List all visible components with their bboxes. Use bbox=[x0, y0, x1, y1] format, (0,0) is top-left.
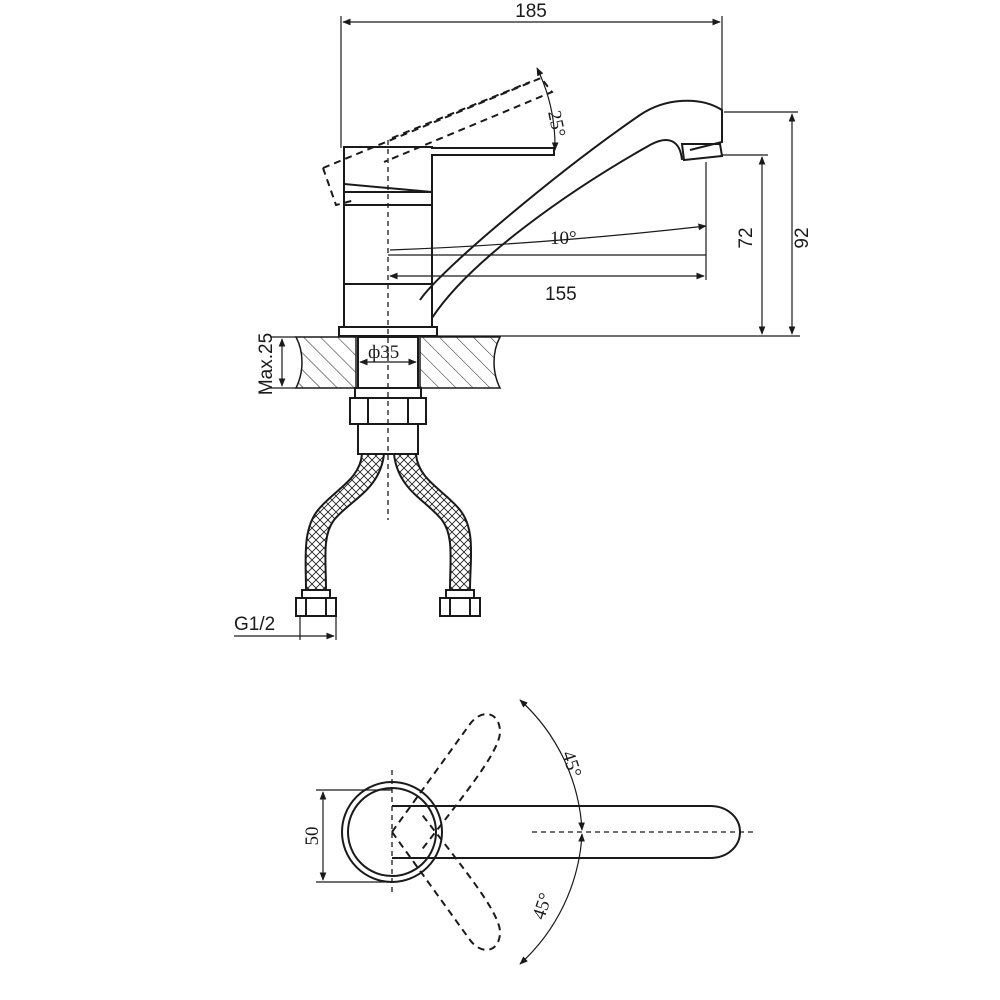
hose-thread-label: G1/2 bbox=[234, 614, 275, 635]
spout-height-label: 72 bbox=[736, 227, 757, 248]
flexible-hoses: G1/2 bbox=[234, 453, 481, 640]
overall-height-label: 92 bbox=[792, 227, 813, 248]
swing-angle-upper-label: 45° bbox=[557, 748, 585, 780]
handle-ghost-upper bbox=[391, 713, 502, 853]
handle-width-label: 50 bbox=[302, 827, 323, 846]
mounting-diameter-label: ф35 bbox=[368, 342, 399, 363]
mounting-nut bbox=[349, 387, 427, 455]
spout-reach-label: 155 bbox=[545, 284, 577, 305]
spout-angle-label: 10° bbox=[550, 228, 577, 249]
faucet-body bbox=[338, 140, 438, 520]
height-dimensions: 72 92 bbox=[437, 111, 813, 337]
top-view: 50 45° 45° bbox=[302, 699, 756, 965]
max-thickness-label: Max.25 bbox=[256, 333, 277, 395]
spout-reach-dimension: 10° 155 bbox=[388, 162, 707, 305]
lever-handle bbox=[343, 146, 555, 205]
overall-reach-label: 185 bbox=[515, 1, 547, 22]
side-view: 185 25° bbox=[234, 1, 813, 640]
lever-tilt-ghost: 25° bbox=[322, 67, 569, 207]
handle-ghost-lower bbox=[391, 811, 502, 951]
overall-reach-dimension: 185 bbox=[340, 1, 723, 148]
lever-tilt-label: 25° bbox=[543, 109, 569, 139]
swing-angle-lower-label: 45° bbox=[529, 890, 557, 922]
countertop-section: Max.25 ф35 bbox=[256, 333, 502, 395]
handle-width-dimension: 50 bbox=[302, 789, 392, 883]
